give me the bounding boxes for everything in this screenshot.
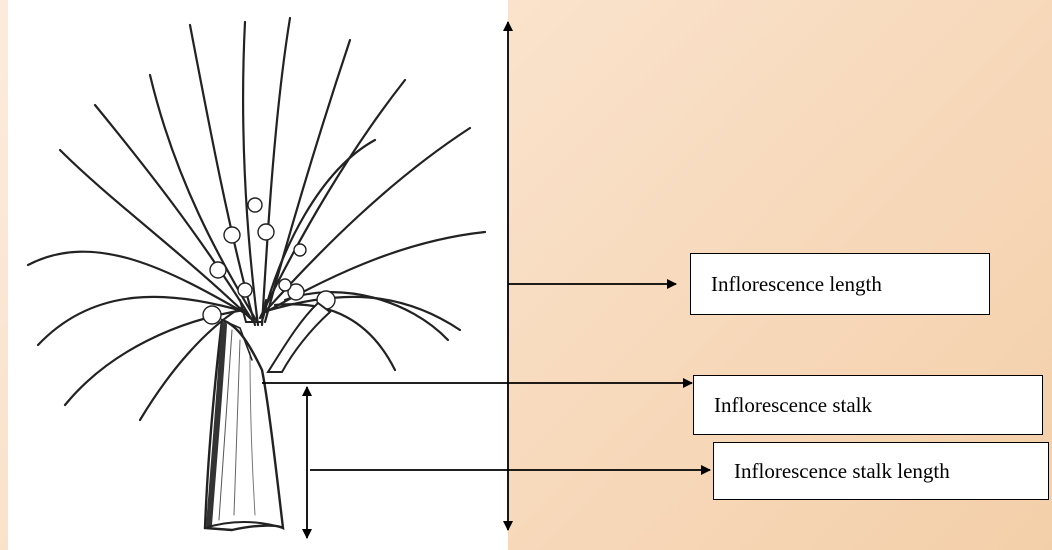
inflorescence-length-label: Inflorescence length [690, 253, 990, 315]
side-spathe [266, 301, 332, 373]
inflorescence-strands [26, 16, 487, 422]
inflorescence-stalk-length-label: Inflorescence stalk length [713, 442, 1049, 500]
fruit-buds [202, 197, 336, 325]
inflorescence-stalk-label: Inflorescence stalk [693, 375, 1043, 435]
date-palm-inflorescence-illustration [26, 16, 487, 532]
